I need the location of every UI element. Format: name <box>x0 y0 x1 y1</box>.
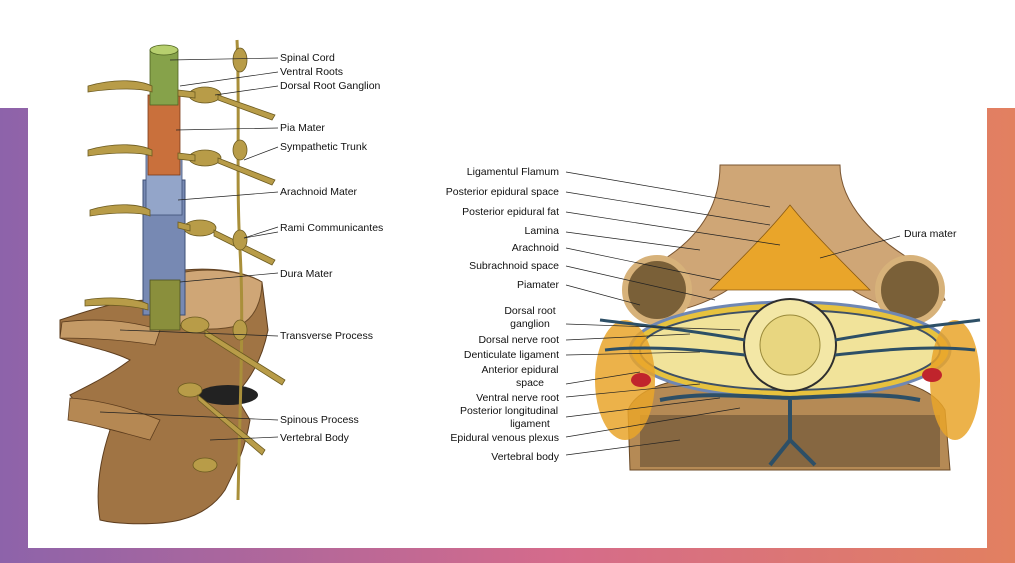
label-dorsal-root-ganglion-line1: Dorsal root <box>490 305 570 317</box>
right-red-vessel-right <box>922 368 942 382</box>
label-sympathetic-trunk: Sympathetic Trunk <box>280 141 367 153</box>
label-anterior-epidural-space-line2: space <box>500 377 560 389</box>
label-arachnoid-mater: Arachnoid Mater <box>280 186 357 198</box>
label-posterior-longitudinal-ligament-line1: Posterior longitudinal <box>444 405 574 417</box>
label-rami-communicantes: Rami Communicantes <box>280 222 383 234</box>
right-red-vessel-left <box>631 373 651 387</box>
label-vertebral-body: Vertebral Body <box>280 432 349 444</box>
label-spinous-process: Spinous Process <box>280 414 359 426</box>
label-posterior-epidural-fat: Posterior epidural fat <box>400 206 559 218</box>
left-cord-top <box>150 45 178 55</box>
label-dorsal-nerve-root: Dorsal nerve root <box>400 334 559 346</box>
label-posterior-longitudinal-ligament-line2: ligament <box>500 418 560 430</box>
label-posterior-epidural-space: Posterior epidural space <box>400 186 559 198</box>
label-anterior-epidural-space-line1: Anterior epidural <box>470 364 570 376</box>
label-ventral-roots: Ventral Roots <box>280 66 343 78</box>
label-arachnoid: Arachnoid <box>400 242 559 254</box>
label-piamater: Piamater <box>400 279 559 291</box>
label-spinal-cord: Spinal Cord <box>280 52 335 64</box>
label-transverse-process: Transverse Process <box>280 330 373 342</box>
left-cord-pia <box>148 95 180 175</box>
left-cord-lower <box>150 280 180 330</box>
label-denticulate-ligament: Denticulate ligament <box>400 349 559 361</box>
label-dura-mater-right: Dura mater <box>904 228 957 240</box>
right-left-facet <box>625 258 689 322</box>
label-ligamentul-flamum: Ligamentul Flamum <box>400 166 559 178</box>
label-dura-mater: Dura Mater <box>280 268 333 280</box>
label-dorsal-root-ganglion-line2: ganglion <box>490 318 570 330</box>
label-ventral-nerve-root: Ventral nerve root <box>400 392 559 404</box>
label-subrachnoid-space: Subrachnoid space <box>400 260 559 272</box>
left-cord-green <box>150 50 178 105</box>
right-cord-grey-matter <box>760 315 820 375</box>
label-epidural-venous-plexus: Epidural venous plexus <box>400 432 559 444</box>
label-pia-mater: Pia Mater <box>280 122 325 134</box>
right-cross-section-illustration <box>566 165 980 470</box>
left-spine-illustration <box>60 40 285 524</box>
label-vertebral-body-right: Vertebral body <box>400 451 559 463</box>
label-lamina: Lamina <box>400 225 559 237</box>
label-dorsal-root-ganglion: Dorsal Root Ganglion <box>280 80 380 92</box>
